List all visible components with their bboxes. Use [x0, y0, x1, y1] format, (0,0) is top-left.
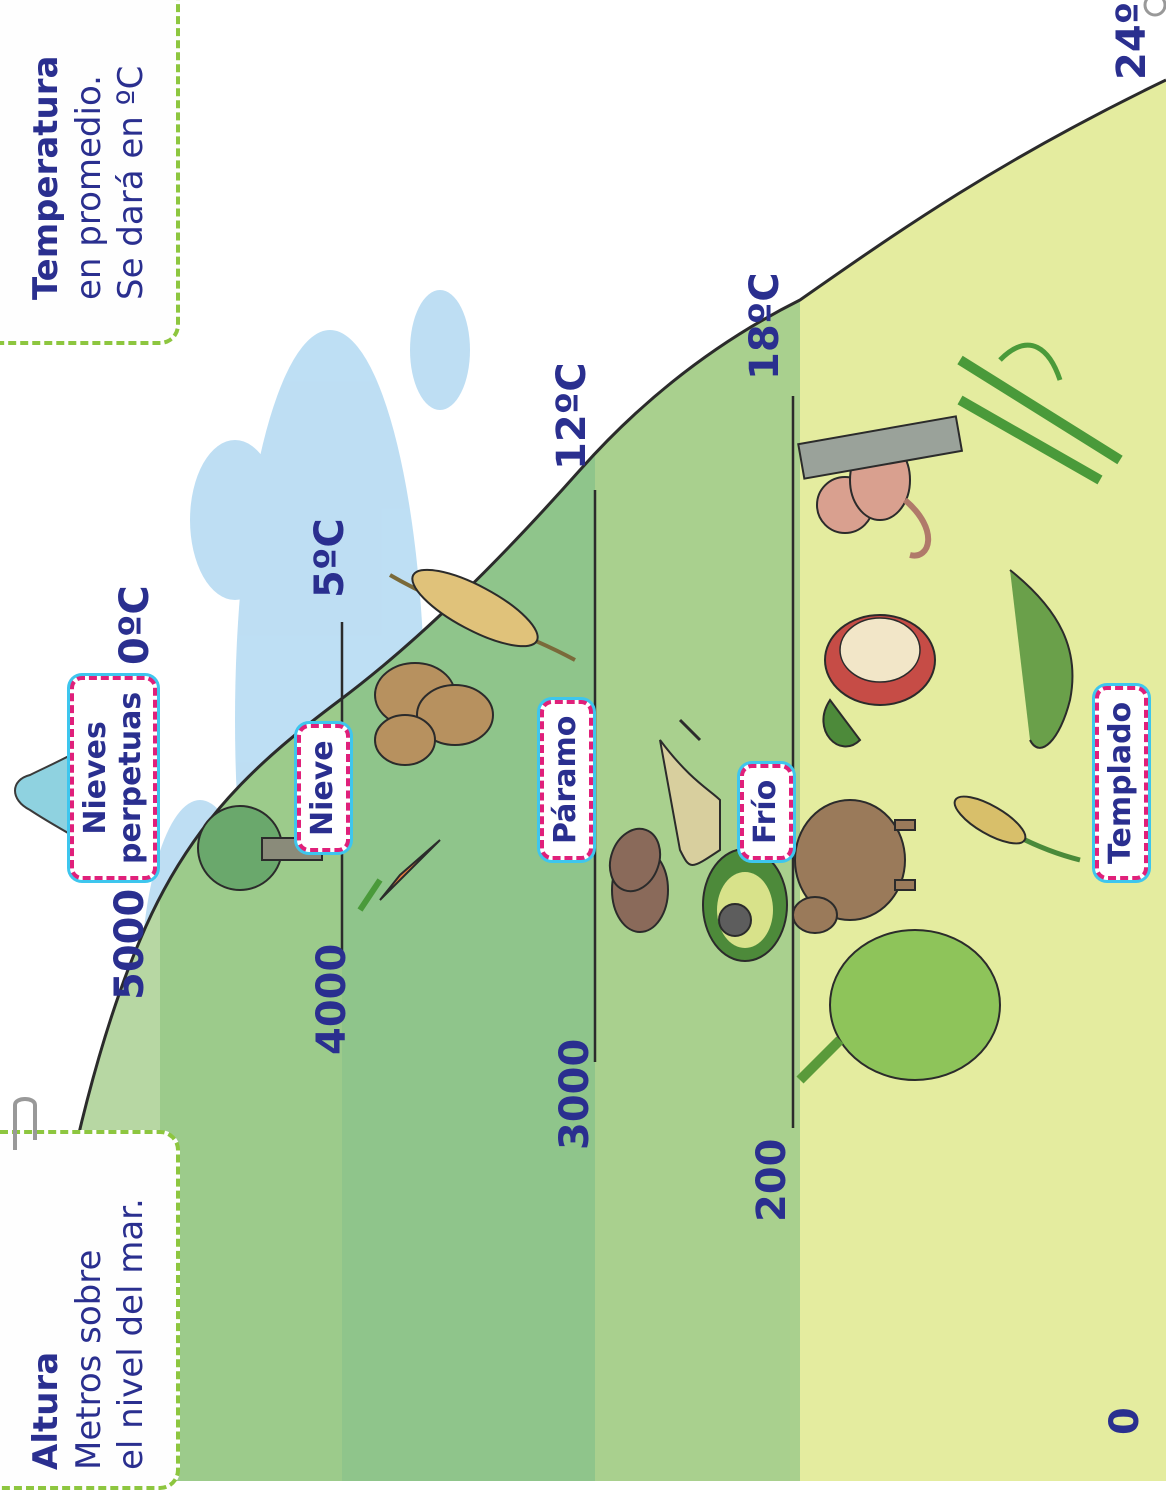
zone-label-frio: Frío [740, 764, 793, 860]
temperatura-card-text: Temperatura en promedio. Se dará en ºC [25, 56, 153, 300]
temp-18: 18ºC [745, 272, 785, 380]
temp-5: 5ºC [310, 518, 350, 598]
temp-24: 24ºC [1112, 0, 1152, 80]
altitude-4000: 4000 [312, 944, 352, 1055]
altura-line1: Metros sobre [68, 1198, 111, 1470]
altitude-3000: 3000 [555, 1039, 595, 1150]
altura-title: Altura [26, 1352, 66, 1470]
zone-label-nieves-perpetuas: Nieves perpetuas [70, 676, 157, 880]
zone-label-paramo: Páramo [540, 700, 593, 860]
zone-label-templado: Templado [1095, 686, 1148, 880]
temperatura-line1: en promedio. [68, 56, 111, 300]
temperatura-line2: Se dará en ºC [110, 56, 153, 300]
paperclip-icon [5, 1095, 45, 1155]
zone-label-nieve: Nieve [297, 724, 350, 852]
temp-0: 0ºC [115, 585, 155, 665]
temp-12: 12ºC [552, 362, 592, 470]
altura-card-text: Altura Metros sobre el nivel del mar. [25, 1198, 153, 1470]
altitude-0: 0 [1105, 1407, 1145, 1435]
altitude-200: 200 [752, 1139, 792, 1223]
altura-line2: el nivel del mar. [110, 1198, 153, 1470]
avocado-icon [703, 849, 787, 961]
altitude-5000: 5000 [110, 889, 150, 1000]
temperatura-title: Temperatura [26, 56, 66, 300]
